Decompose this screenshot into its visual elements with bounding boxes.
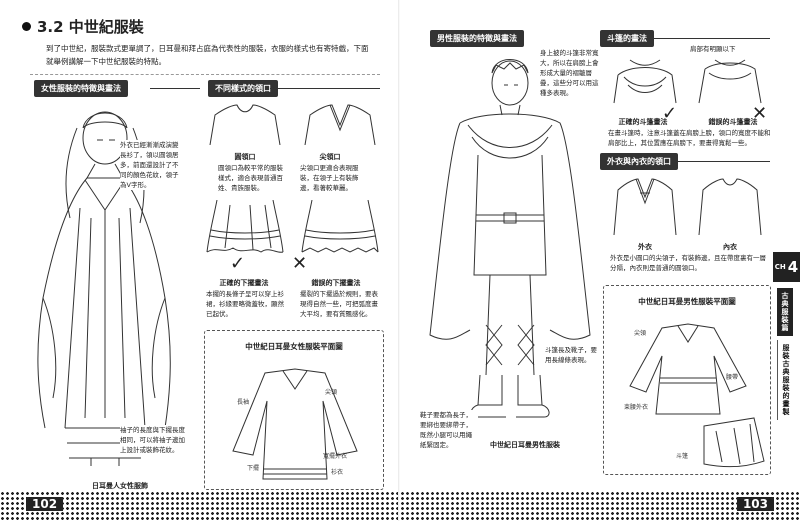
correct-hem-label: 正確的下擺畫法 (219, 279, 269, 287)
heading-rule (672, 161, 770, 162)
side-tab-title: 服裝古典服裝的畫製 (777, 340, 794, 420)
cape-wrong-drawing (698, 59, 762, 104)
plan-label-tunic: 束腰外衣 (624, 404, 649, 411)
male-heading: 男性服裝的特徵與畫法 (430, 30, 524, 47)
wrong-hem-label: 錯誤的下擺畫法 (311, 279, 361, 287)
female-plan-drawing (232, 368, 358, 480)
page-number: 102 (26, 497, 64, 511)
correct-hem-drawing (206, 200, 284, 253)
correct-hem-figure (205, 200, 285, 255)
plan-label-undershirt: 衫衣 (331, 469, 344, 476)
female-note: 外衣已經漸漸成演變長衫了，領以圓領居多，前面還設計了不同的顏色花紋，領子為V字形… (120, 140, 182, 190)
cape-text: 在畫斗篷時，注意斗篷蓋在肩膀上膀，領口的寬度不能和肩部比上，其位置應在肩膀下，要… (608, 129, 771, 147)
footer-halftone (400, 491, 800, 521)
wrong-hem-drawing (301, 200, 379, 253)
round-neck-label: 圓領口 (234, 153, 256, 161)
intro-paragraph: 到了中世紀，服裝款式更單調了，日耳曼和拜占庭為代表性的服裝，衣服的樣式也有寄特戲… (30, 40, 380, 75)
plan-label-sleeve: 長袖 (237, 399, 250, 406)
boot-note: 斗篷長及靴子，要用長線條表現。 (545, 345, 600, 365)
inner-label: 內衣 (723, 243, 737, 251)
inner-shirt-drawing (698, 178, 762, 235)
wrong-hem-text: 擺裂的下擺過於規則，要表現得自然一些，可把弧度畫大平均，要有質飄感化。 (300, 290, 378, 318)
male-plan-box: 中世紀日耳曼男性服裝平面圖 尖領 腰帶 束腰外衣 斗篷 (603, 285, 771, 475)
female-heading: 女性服裝的特徵與畫法 (34, 80, 128, 97)
cape-correct-figure (610, 55, 680, 105)
shoe-note: 鞋子要都為長子，要綁也要綁帶子，既然小腿可以用繩紙緊固定。 (420, 410, 478, 450)
male-plan-title: 中世紀日耳曼男性服裝平面圖 (638, 297, 736, 306)
male-note: 身上披的斗篷非常寬大，所以在肩膀上會形成大量的褶皺層疊，這些分可以用這種多表現。 (540, 48, 600, 98)
outer-coat-figure (610, 175, 680, 235)
coat-heading: 外衣與內衣的領口 (600, 153, 678, 170)
plan-label-vneck: 尖領 (634, 330, 647, 337)
plan-label-vneck: 尖領 (325, 389, 338, 396)
plan-label-hem: 下擺 (247, 465, 260, 472)
cape-wrong-figure (695, 55, 765, 105)
plan-label-cape: 斗篷 (676, 453, 689, 460)
female-figure (25, 98, 185, 468)
outer-coat-drawing (613, 178, 677, 235)
round-neck-drawing (209, 104, 281, 145)
right-page: 男性服裝的特徵與畫法 身上披的斗篷非常寬大，所以在肩膀上會形成大量的褶皺層疊 (400, 0, 800, 521)
correct-check-icon: ✓ (230, 253, 246, 274)
correct-check-icon: ✓ (662, 103, 678, 124)
round-neck-text: 圓領口為較平常的服裝樣式，適合表現普通百姓、貴族服裝。 (218, 164, 283, 192)
v-neck-drawing (304, 104, 376, 145)
male-figure-drawing (429, 59, 591, 418)
female-plan-box: 中世紀日耳曼女性服裝平面圖 長袖 尖領 下擺 寬擺外衣 衫衣 (204, 330, 384, 490)
female-figure-drawing (37, 111, 171, 466)
male-figure (420, 45, 600, 435)
v-neck-label: 尖領口 (319, 153, 341, 161)
v-neck-figure (300, 100, 380, 145)
cape-correct-drawing (613, 59, 677, 104)
male-caption: 中世紀日耳曼男性服裝 (490, 441, 560, 449)
wrong-cross-icon: ✕ (752, 103, 768, 124)
round-neck-figure (205, 100, 285, 145)
cape-correct-label: 正確的斗篷畫法 (618, 118, 668, 126)
wrong-hem-figure (300, 200, 380, 255)
cape-wrong-label: 錯誤的斗篷畫法 (708, 118, 758, 126)
female-caption: 日耳曼人女性服飾 (92, 482, 148, 490)
coat-text: 外衣是小圓口的尖領子，有裝飾邊，且在帶度裏有一層分隔，內衣則是普通的圓領口。 (610, 254, 766, 272)
heading-rule (270, 88, 380, 89)
page-number: 103 (736, 497, 774, 511)
section-title: 3.2 中世紀服裝 (22, 16, 144, 37)
sleeve-note: 袖子的長度與下擺長度相同，可以將袖子邊加上設計或裝飾花紋。 (120, 425, 190, 455)
outer-label: 外衣 (638, 243, 652, 251)
cape-heading: 斗篷的畫法 (600, 30, 654, 47)
cape-top-note: 肩部有明顯以下 (690, 45, 736, 53)
male-plan-drawing (629, 323, 765, 468)
correct-hem-text: 本擺的長條子呈可以穿上衫裙，衫緣要略微蓋牧，顯然已起伏。 (206, 290, 284, 318)
footer-halftone (0, 491, 400, 521)
neckline-heading: 不同樣式的領口 (208, 80, 278, 97)
female-plan-title: 中世紀日耳曼女性服裝平面圖 (245, 342, 343, 351)
heading-rule (150, 88, 200, 89)
v-neck-text: 尖領口更適合表現服裝，在領子上有裝飾邊，看著較華麗。 (300, 164, 359, 192)
heading-rule (645, 38, 770, 39)
left-page: 3.2 中世紀服裝 到了中世紀，服裝款式更單調了，日耳曼和拜占庭為代表性的服裝，… (0, 16, 400, 521)
inner-shirt-figure (695, 175, 765, 235)
bullet-icon (22, 22, 31, 31)
plan-label-outer-robe: 寬擺外衣 (323, 453, 348, 460)
wrong-cross-icon: ✕ (292, 253, 308, 274)
side-tab-section: 古典服裝篇 (777, 288, 793, 336)
plan-label-belt: 腰帶 (726, 374, 739, 381)
